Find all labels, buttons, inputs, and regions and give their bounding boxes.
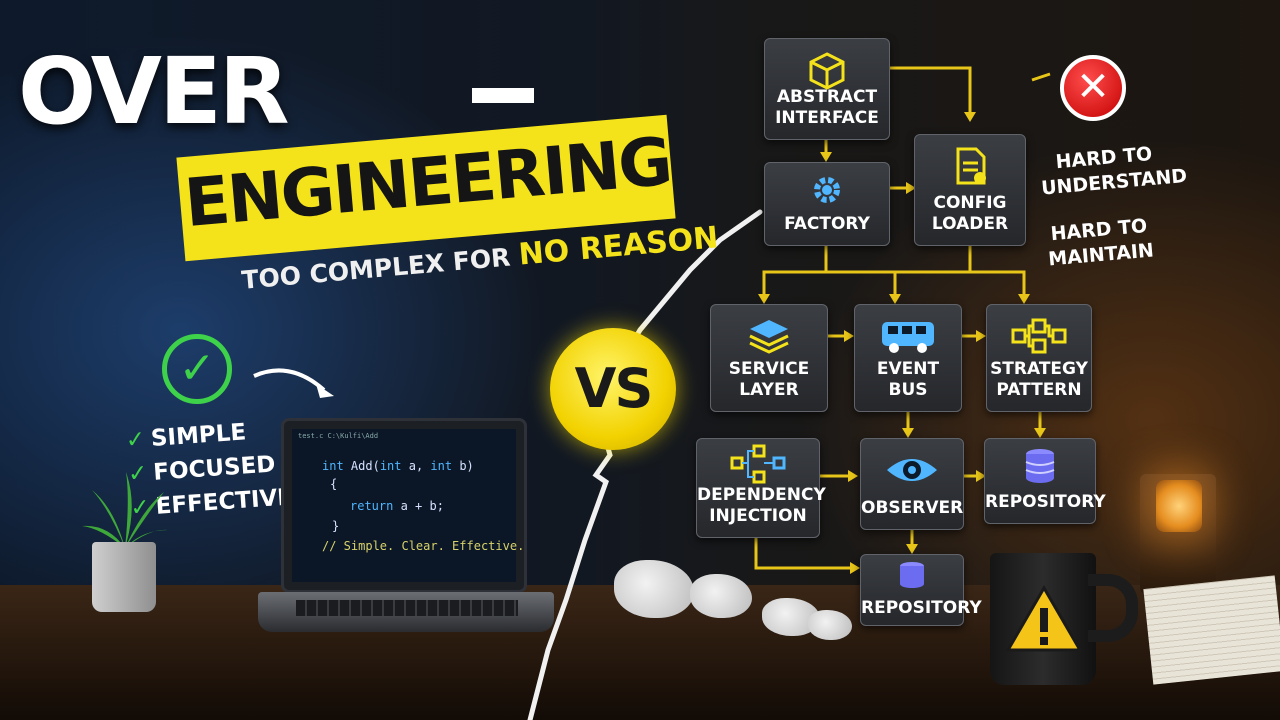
database-icon <box>1025 449 1055 483</box>
cube-icon <box>809 52 845 90</box>
curved-arrow-icon <box>253 368 334 398</box>
node-strategy-pattern: STRATEGY PATTERN <box>986 304 1092 412</box>
plant-icon <box>82 472 168 548</box>
eye-icon <box>887 459 937 481</box>
flowchart-icon <box>1011 318 1067 354</box>
database-icon <box>900 562 924 588</box>
network-icon <box>730 444 786 484</box>
headline-dash <box>472 88 534 103</box>
headline-over: OVER <box>18 38 290 145</box>
vs-badge: VS <box>550 328 676 450</box>
node-factory: FACTORY <box>764 162 890 246</box>
check-circle-icon: ✓ <box>162 334 232 404</box>
node-config-loader: CONFIG LOADER <box>914 134 1026 246</box>
warning-icon <box>1005 585 1083 652</box>
code-editor: test.c C:\Kulfi\Add int Add(int a, int b… <box>292 429 524 582</box>
code-line-4: } <box>332 519 340 533</box>
mug-handle <box>1088 574 1138 642</box>
crumpled-paper <box>614 560 694 618</box>
laptop: test.c C:\Kulfi\Add int Add(int a, int b… <box>281 418 527 593</box>
editor-tab: test.c C:\Kulfi\Add <box>298 432 379 440</box>
bus-icon <box>882 322 934 353</box>
node-repository: REPOSITORY <box>984 438 1106 524</box>
note-hard-to-maintain: HARD TO MAINTAIN <box>1047 214 1155 271</box>
laptop-keyboard <box>296 600 518 616</box>
plant-pot <box>92 542 156 612</box>
document-icon <box>956 147 986 185</box>
node-abstract-interface: ABSTRACT INTERFACE <box>764 38 890 140</box>
code-line-1: int Add(int a, int b) <box>322 459 474 473</box>
node-service-layer: SERVICE LAYER <box>710 304 828 412</box>
lamp-light <box>1156 480 1202 532</box>
gear-icon <box>814 177 840 203</box>
close-icon: ✕ <box>1060 55 1126 121</box>
crumpled-paper <box>808 610 852 640</box>
code-line-3: return a + b; <box>350 499 444 513</box>
papers-stack <box>1143 575 1280 685</box>
code-comment: // Simple. Clear. Effective. <box>322 539 525 553</box>
crumpled-paper <box>690 574 752 618</box>
layers-icon <box>749 320 789 354</box>
node-observer: OBSERVER <box>860 438 964 530</box>
node-event-bus: EVENT BUS <box>854 304 962 412</box>
code-line-2: { <box>330 477 338 491</box>
node-repository-bottom: REPOSITORY <box>860 554 982 626</box>
node-dependency-injection: DEPENDENCY INJECTION <box>696 438 826 538</box>
